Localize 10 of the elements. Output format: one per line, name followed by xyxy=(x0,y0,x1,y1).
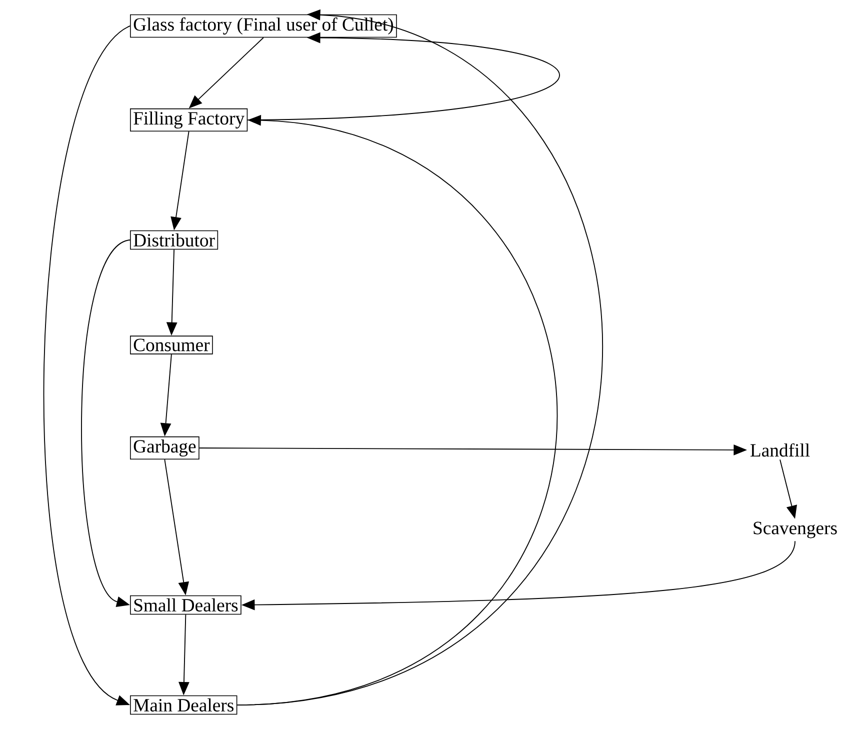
process-box: Small Dealers xyxy=(130,595,242,615)
process-box: Consumer xyxy=(130,336,213,354)
process-box: Distributor xyxy=(130,230,218,250)
process-box: Garbage xyxy=(130,436,200,460)
label-text: Landfill xyxy=(750,443,810,457)
process-box: Glass factory (Final user of Cullet) xyxy=(130,14,397,38)
process-box: Filling Factory xyxy=(130,108,248,132)
label-text: Scavengers xyxy=(754,522,837,538)
process-box: Main Dealers xyxy=(130,695,238,715)
arrow xyxy=(44,26,130,706)
